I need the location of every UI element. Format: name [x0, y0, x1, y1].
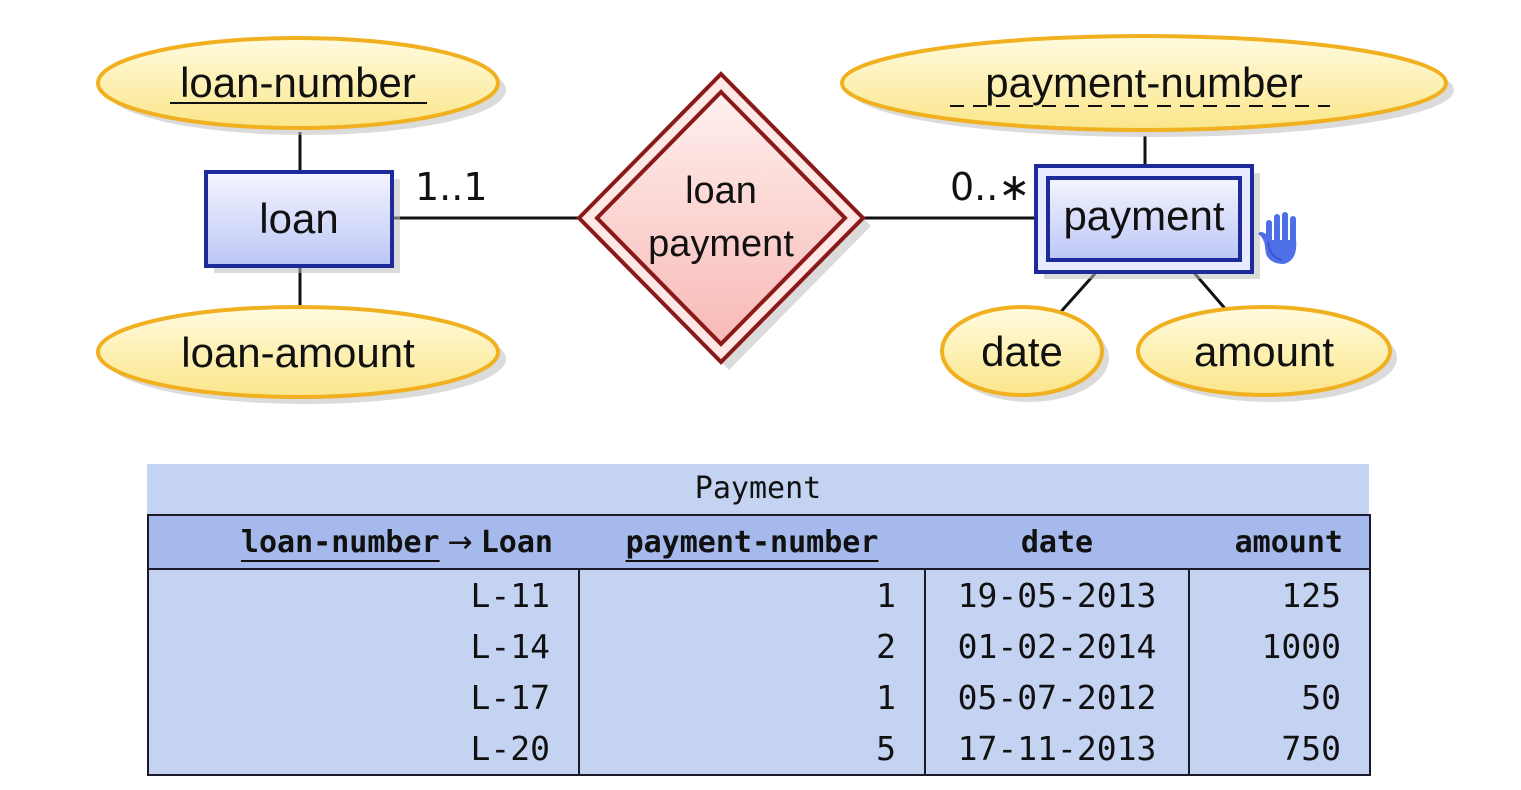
table-row[interactable]: L-14 2 01-02-2014 1000 — [148, 621, 1370, 672]
cell-payment-number: 2 — [578, 621, 925, 672]
cell-amount: 750 — [1188, 723, 1370, 776]
hand-pointer-icon — [1258, 212, 1297, 264]
attribute-date[interactable]: date — [940, 305, 1109, 402]
attribute-label: loan-number — [180, 59, 416, 106]
cell-amount: 1000 — [1188, 621, 1370, 672]
cell-date: 19-05-2013 — [924, 569, 1189, 621]
attribute-label: amount — [1194, 328, 1334, 375]
payment-table: loan-number→Loan payment-number date amo… — [147, 514, 1371, 776]
cell-loan-number: L-20 — [148, 723, 579, 776]
header-loan-number-text: loan-number — [240, 524, 440, 560]
relationship-label-line2: payment — [648, 223, 794, 265]
cardinality-payment: 0..∗ — [950, 165, 1030, 209]
cell-loan-number: L-14 — [470, 627, 550, 666]
column-header-date[interactable]: date — [925, 514, 1189, 570]
foreign-key-arrow-icon: → — [447, 524, 473, 560]
entity-label: payment — [1063, 192, 1224, 239]
table-caption: Payment — [147, 464, 1369, 514]
cell-payment-number: 1 — [578, 672, 925, 723]
column-header-amount[interactable]: amount — [1189, 514, 1370, 570]
cell-amount: 125 — [1188, 569, 1370, 621]
cell-payment-number: 5 — [578, 723, 925, 776]
attribute-loan-number[interactable]: loan-number — [96, 36, 506, 135]
cardinality-loan: 1..1 — [415, 165, 488, 209]
cell-date: 05-07-2012 — [924, 672, 1189, 723]
payment-relation-table: Payment loan-number→Loan payment-number … — [147, 464, 1371, 776]
column-header-payment-number[interactable]: payment-number — [579, 514, 925, 570]
table-row[interactable]: L-11 1 19-05-2013 125 — [148, 569, 1370, 621]
attribute-amount[interactable]: amount — [1136, 305, 1397, 402]
cell-date: 01-02-2014 — [924, 621, 1189, 672]
cell-date: 17-11-2013 — [924, 723, 1189, 776]
entity-loan[interactable]: loan — [204, 170, 400, 273]
column-header-loan-number[interactable]: loan-number→Loan — [148, 514, 579, 570]
relationship-loan-payment[interactable]: loan payment — [576, 71, 871, 370]
table-row[interactable]: L-20 5 17-11-2013 750 — [148, 723, 1370, 776]
er-diagram: loan-number loan-amount payment-number d… — [96, 34, 1454, 404]
attribute-payment-number[interactable]: payment-number — [840, 34, 1454, 137]
relationship-label-line1: loan — [685, 170, 757, 212]
entity-label: loan — [259, 195, 338, 242]
cell-loan-number: L-11 — [470, 576, 550, 615]
cell-amount: 50 — [1188, 672, 1370, 723]
attribute-label: loan-amount — [181, 329, 415, 376]
table-row[interactable]: L-17 1 05-07-2012 50 — [148, 672, 1370, 723]
attribute-label: date — [981, 328, 1063, 375]
header-loan-ref-text: Loan — [480, 524, 553, 560]
attribute-label: payment-number — [985, 59, 1302, 106]
cell-payment-number: 1 — [578, 569, 925, 621]
entity-payment[interactable]: payment — [1034, 164, 1260, 279]
table-header-row: loan-number→Loan payment-number date amo… — [148, 514, 1370, 570]
cell-loan-number: L-17 — [470, 678, 550, 717]
attribute-loan-amount[interactable]: loan-amount — [96, 305, 506, 404]
